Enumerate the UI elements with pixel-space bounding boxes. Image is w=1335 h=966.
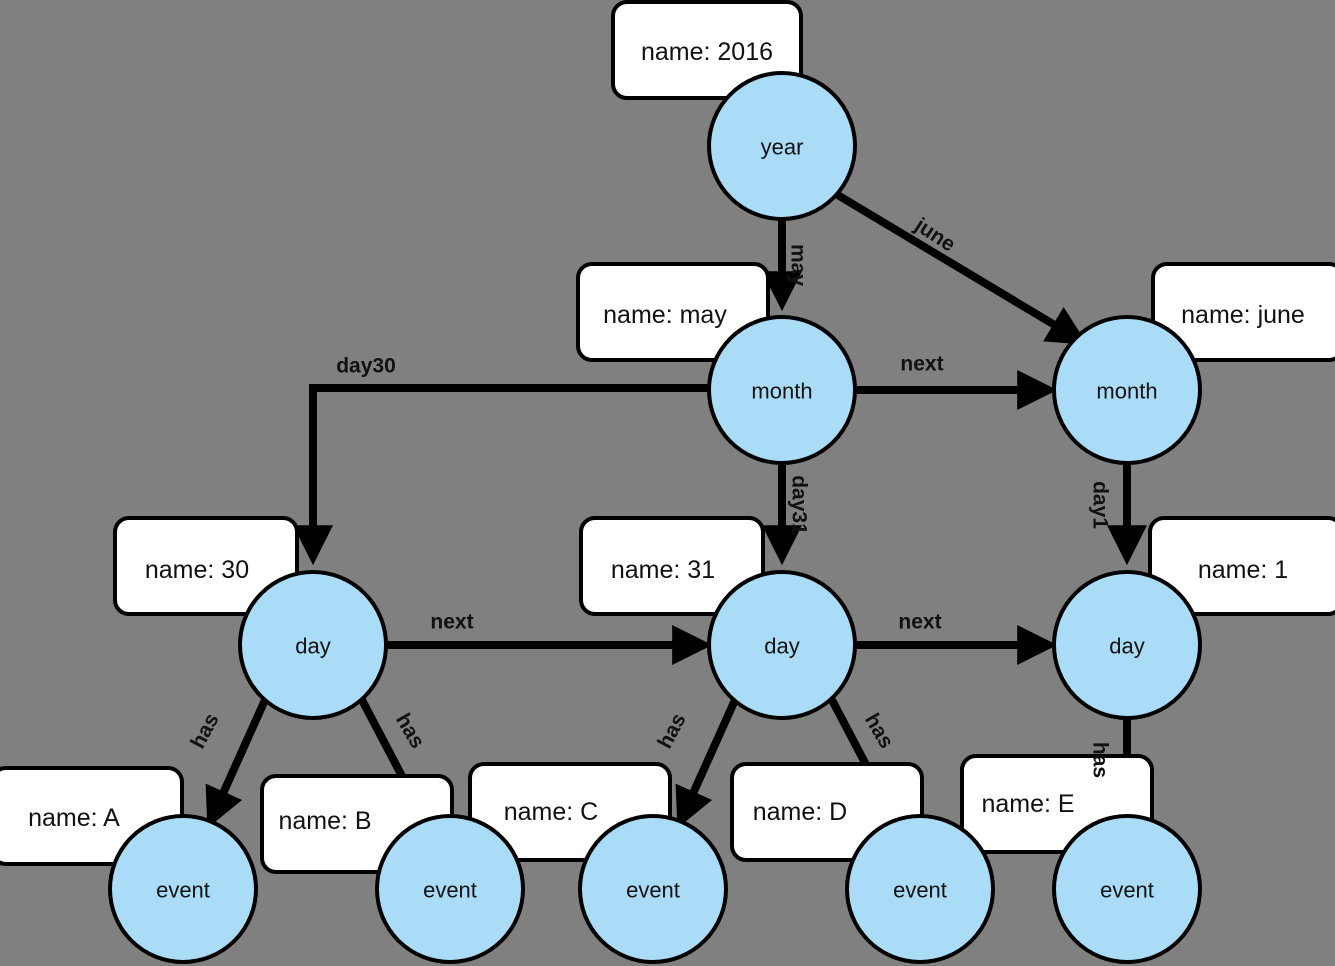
node-day-31[interactable]: day (707, 570, 857, 720)
property-box-label: name: E (981, 790, 1074, 818)
node-day-30[interactable]: day (238, 570, 388, 720)
node-label: event (893, 878, 947, 903)
edge-label-next-day30-day31: next (430, 611, 473, 634)
property-boxes-layer: name: 2016 name: may name: june name: 30… (0, 0, 1335, 874)
node-event-c[interactable]: event (578, 814, 728, 964)
nodes-layer: year month month day day day event even (108, 71, 1202, 964)
node-label: month (751, 379, 812, 404)
edge-labels-layer: may june next day30 day31 day1 next next… (186, 213, 1111, 778)
property-box-day30: name: 30 (113, 516, 299, 616)
node-day-1[interactable]: day (1052, 570, 1202, 720)
edge-has-C-line[interactable] (675, 698, 739, 829)
node-circle[interactable] (1052, 570, 1202, 720)
node-circle[interactable] (238, 570, 388, 720)
node-circle[interactable] (707, 71, 857, 221)
property-box-label: name: june (1181, 301, 1305, 329)
edge-label-may: may (787, 244, 810, 286)
property-box-label: name: D (753, 798, 847, 826)
node-circle[interactable] (1052, 814, 1202, 964)
node-circle[interactable] (1052, 315, 1202, 465)
property-box-day31: name: 31 (579, 516, 765, 616)
property-box-rect (1151, 262, 1335, 362)
property-box-label: name: C (504, 798, 598, 826)
node-label: day (1109, 634, 1144, 659)
property-box-rect (611, 0, 803, 100)
edge-label-next-months: next (900, 353, 943, 376)
node-label: month (1096, 379, 1157, 404)
node-circle[interactable] (707, 570, 857, 720)
node-circle[interactable] (707, 315, 857, 465)
node-event-a[interactable]: event (108, 814, 258, 964)
property-box-day1: name: 1 (1148, 516, 1335, 616)
edge-label-has-e: has (1089, 742, 1112, 778)
property-box-label: name: 2016 (641, 38, 773, 66)
node-circle[interactable] (375, 814, 525, 964)
node-circle[interactable] (845, 814, 995, 964)
property-box-month-june: name: june (1151, 262, 1335, 362)
edge-label-day31: day31 (788, 475, 811, 535)
property-box-label: name: A (28, 804, 120, 832)
property-box-label: name: B (278, 807, 371, 835)
node-label: event (1100, 878, 1154, 903)
node-label: day (295, 634, 330, 659)
edge-label-day30: day30 (336, 355, 396, 378)
property-box-rect (113, 516, 299, 616)
property-box-label: name: 30 (145, 556, 249, 584)
property-box-label: name: may (603, 301, 727, 329)
node-label: event (423, 878, 477, 903)
node-month-may[interactable]: month (707, 315, 857, 465)
property-box-rect (1148, 516, 1335, 616)
edge-label-day1: day1 (1089, 481, 1112, 529)
node-label: event (156, 878, 210, 903)
node-circle[interactable] (108, 814, 258, 964)
node-event-e[interactable]: event (1052, 814, 1202, 964)
property-box-month-may: name: may (576, 262, 770, 362)
edge-june-line[interactable] (833, 190, 1088, 345)
node-year-2016[interactable]: year (707, 71, 857, 221)
property-box-label: name: 31 (611, 556, 715, 584)
property-box-rect (576, 262, 770, 362)
edge-label-next-day31-day1: next (898, 611, 941, 634)
node-label: year (761, 135, 804, 160)
node-label: day (764, 634, 799, 659)
property-box-rect (579, 516, 765, 616)
node-month-june[interactable]: month (1052, 315, 1202, 465)
edge-has-A-line[interactable] (205, 698, 269, 829)
node-event-d[interactable]: event (845, 814, 995, 964)
edge-day30-line[interactable] (293, 384, 709, 566)
node-event-b[interactable]: event (375, 814, 525, 964)
property-box-year2016: name: 2016 (611, 0, 803, 100)
property-box-label: name: 1 (1198, 556, 1288, 584)
node-circle[interactable] (578, 814, 728, 964)
node-label: event (626, 878, 680, 903)
